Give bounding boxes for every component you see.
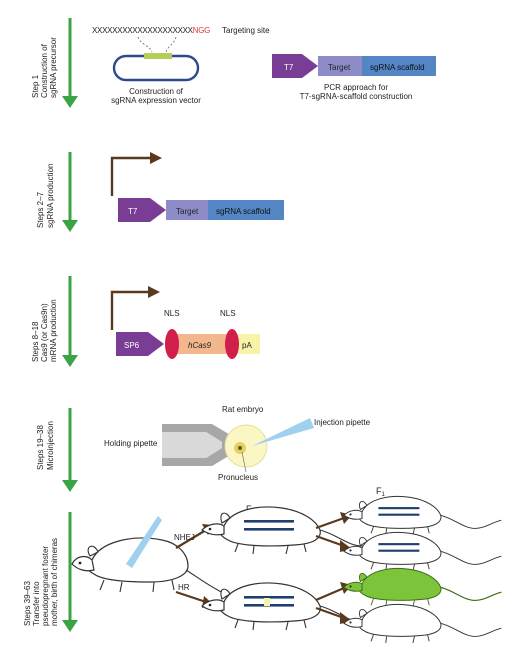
- embryo-label: Rat embryo: [222, 405, 264, 414]
- pcr-construct: T7 Target sgRNA scaffold: [272, 54, 436, 78]
- t7-promoter-arrow: [272, 54, 318, 78]
- step-2-arrow: [62, 152, 78, 232]
- pipette-icon: [126, 516, 162, 568]
- target-label: Target: [176, 207, 199, 216]
- step-arrows: [62, 18, 78, 632]
- plasmid-icon: [112, 53, 200, 82]
- scaffold-label: sgRNA scaffold: [216, 207, 271, 216]
- vector-caption-1: Construction of: [129, 87, 184, 96]
- pcr-caption-1: PCR approach for: [324, 83, 388, 92]
- target-block: [318, 56, 362, 76]
- step-5-panel: NHEJ HR F0: [71, 486, 502, 644]
- scaffold-block: [362, 56, 436, 76]
- step-1-range: Step 1: [31, 74, 40, 98]
- step-4-range: Steps 19–38: [36, 425, 45, 470]
- vector-caption-2: sgRNA expression vector: [111, 96, 201, 105]
- nls-right-block: [225, 329, 239, 359]
- holding-label: Holding pipette: [104, 439, 158, 448]
- step-1-panel: XXXXXXXXXXXXXXXXXXXXNGG Targeting site C…: [92, 26, 436, 105]
- cas9-label: hCas9: [188, 341, 212, 350]
- nls-left-label: NLS: [164, 309, 180, 318]
- pa-block: [236, 334, 260, 354]
- step-2-title: sgRNA production: [46, 164, 55, 228]
- promoter-arrow-icon: [110, 152, 162, 196]
- t7-label: T7: [284, 63, 294, 72]
- scaffold-label: sgRNA scaffold: [370, 63, 425, 72]
- injection-label: Injection pipette: [314, 418, 371, 427]
- step-labels: Step 1 Construction of sgRNA precursor S…: [23, 37, 59, 626]
- step-1-title2: sgRNA precursor: [49, 37, 58, 98]
- embryo-icon: [224, 424, 268, 468]
- step-4-arrow: [62, 408, 78, 492]
- step-4-title: Microinjection: [46, 421, 55, 470]
- f0-hr-rat: [201, 582, 395, 631]
- step-2-range: Steps 2–7: [36, 191, 45, 228]
- cas9-block: [172, 334, 230, 354]
- sp6-label: SP6: [124, 341, 140, 350]
- f1-rat-4: [343, 603, 502, 644]
- target-label: Target: [328, 63, 351, 72]
- target-block: [166, 200, 208, 220]
- step-3-range: Steps 8–18: [31, 321, 40, 362]
- step-4-panel: Rat embryo Injection pipette Holding pip…: [104, 405, 371, 482]
- f1-arrows: [315, 512, 352, 624]
- t7-promoter-arrow: [118, 198, 166, 222]
- step-5-range: Steps 39–63: [23, 581, 32, 626]
- f1-label: F1: [376, 486, 386, 498]
- injection-pipette-icon: [252, 418, 314, 446]
- promoter-arrow-icon: [110, 286, 160, 330]
- target-sequence: XXXXXXXXXXXXXXXXXXXXNGG: [92, 26, 210, 35]
- hr-label: HR: [178, 583, 190, 592]
- step-3-panel: NLS NLS SP6 hCas9 pA: [110, 286, 260, 359]
- pa-label: pA: [242, 341, 252, 350]
- step-3-title: Cas9 (or Cas9n): [40, 303, 49, 362]
- step-3-arrow: [62, 276, 78, 367]
- targeting-site-label: Targeting site: [222, 26, 270, 35]
- step-5-title3: mother, birth of chimeras: [50, 538, 59, 626]
- step-2-panel: T7 Target sgRNA scaffold: [110, 152, 284, 222]
- pcr-caption-2: T7-sgRNA-scaffold construction: [300, 92, 413, 101]
- nls-right-label: NLS: [220, 309, 236, 318]
- f1-rat-2: [343, 531, 502, 572]
- t7-label: T7: [128, 207, 138, 216]
- step-1-title: Construction of: [40, 43, 49, 98]
- f0-nhej-rat: [201, 506, 395, 555]
- step-5-title: Transfer into: [32, 581, 41, 626]
- holding-pipette-icon: [162, 424, 232, 466]
- f1-rat-1: [343, 495, 502, 536]
- step-5-title2: pseudopregnant foster: [41, 546, 50, 626]
- step-3-title2: mRNA production: [49, 299, 58, 362]
- f1-rat-3-green: [343, 567, 502, 608]
- sp6-promoter-arrow: [116, 332, 164, 356]
- scaffold-block: [208, 200, 284, 220]
- nls-left-block: [165, 329, 179, 359]
- step-1-arrow: [62, 18, 78, 108]
- nhej-label: NHEJ: [174, 533, 195, 542]
- pronucleus-label: Pronucleus: [218, 473, 258, 482]
- step-5-arrow: [62, 512, 78, 632]
